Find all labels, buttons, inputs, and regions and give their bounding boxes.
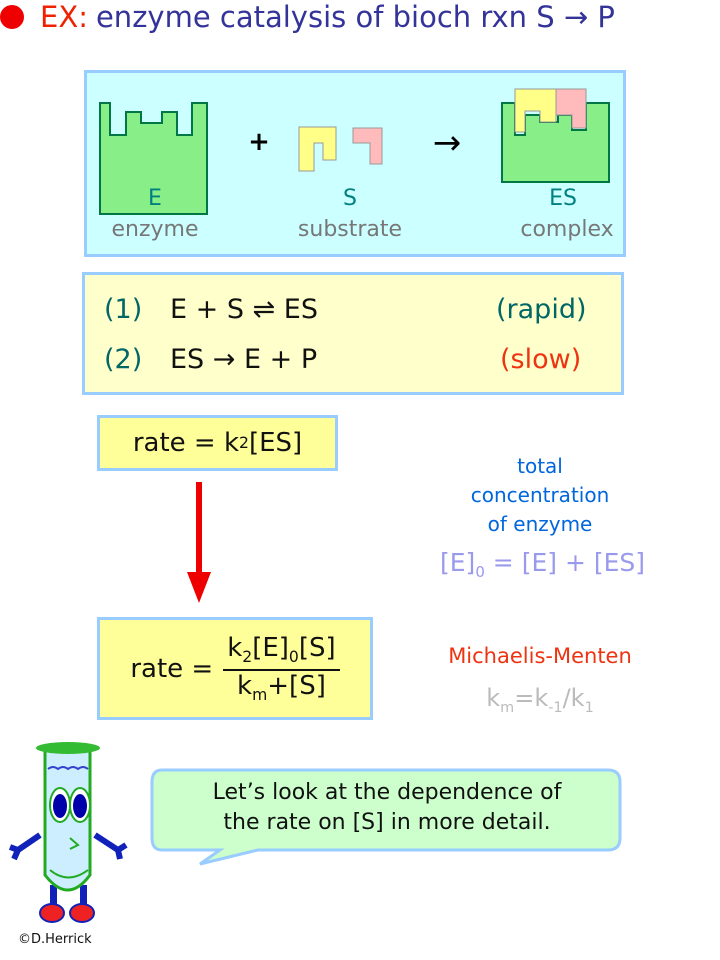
reaction-arrow: → xyxy=(433,123,462,163)
label-substrate: substrate xyxy=(297,217,403,242)
test-tube-mascot xyxy=(8,742,128,923)
step-2-number: (2) xyxy=(104,344,143,375)
bullet-icon xyxy=(0,5,24,29)
step-1-note: (rapid) xyxy=(496,294,587,325)
rate-law-rhs: [ES] xyxy=(248,428,303,458)
step-2-note: (slow) xyxy=(500,344,582,375)
substrate-yellow-shape xyxy=(298,126,337,172)
copyright-credit: ©D.Herrick xyxy=(18,932,92,947)
slide-title: EX: enzyme catalysis of bioch rxn S → P xyxy=(0,0,720,34)
substrate-pink-shape xyxy=(352,127,383,165)
rate-law-lhs: rate = k xyxy=(132,428,240,458)
label-complex: complex xyxy=(520,217,614,242)
red-down-arrow-icon xyxy=(187,482,211,603)
enzyme-substrate-diagram: + → xyxy=(99,88,610,215)
label-ES: ES xyxy=(549,186,577,211)
speech-bubble xyxy=(150,768,622,866)
step-1-equation: E + S ⇌ ES xyxy=(170,294,318,325)
title-text: enzyme catalysis of bioch rxn S → P xyxy=(95,0,615,34)
enzyme-conservation-equation: [E]0 = [E] + [ES] xyxy=(440,548,646,581)
step-1-number: (1) xyxy=(104,294,143,325)
michaelis-menten-label: Michaelis-Menten xyxy=(448,644,632,668)
michaelis-menten-rate-box: rate = k2[E]0[S] km+[S] xyxy=(97,617,373,720)
mechanism-panel xyxy=(82,272,624,395)
rate-fraction: k2[E]0[S] km+[S] xyxy=(223,633,340,704)
enzyme-shape xyxy=(99,102,208,215)
es-complex-pink-shape xyxy=(555,88,587,129)
label-E: E xyxy=(148,186,162,211)
km-definition: km=k-1/k1 xyxy=(486,684,594,716)
title-prefix: EX: xyxy=(40,0,88,34)
rate-label: rate = xyxy=(130,653,214,684)
step-2-equation: ES → E + P xyxy=(170,344,318,375)
rate-law-sub: 2 xyxy=(239,434,249,452)
label-enzyme: enzyme xyxy=(111,217,199,242)
label-S: S xyxy=(343,186,357,211)
numerator: k2[E]0[S] xyxy=(223,633,340,671)
denominator: km+[S] xyxy=(237,670,326,704)
plus-sign: + xyxy=(248,127,270,157)
